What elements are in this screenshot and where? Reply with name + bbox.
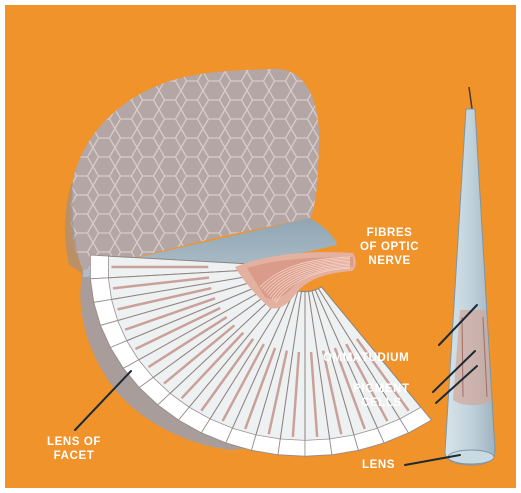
lens-label-text: LENS [362,458,395,472]
pigment-label-line-2: CELLS [353,396,410,410]
fibres-label: FIBRES OF OPTIC NERVE [360,226,419,268]
facet-lens-cap [90,278,111,303]
lens-label: LENS [362,458,395,472]
pigment-label: PIGMENT CELLS [353,382,410,410]
facet-lens-cap [305,439,332,456]
lens-of-facet-label: LENS OF FACET [47,435,101,463]
fibres-label-line-3: NERVE [360,254,419,268]
lens-of-facet-line-2: FACET [47,449,101,463]
pigment-label-line-1: PIGMENT [353,382,410,396]
compound-eye-illustration [5,5,516,488]
facet-lens-cap [90,255,108,279]
fibres-label-line-1: FIBRES [360,226,419,240]
diagram-panel: FIBRES OF OPTIC NERVE OMMATUDIUM PIGMENT… [5,5,516,488]
fibres-label-line-2: OF OPTIC [360,240,419,254]
lens-of-facet-line-1: LENS OF [47,435,101,449]
ommatidium-label-text: OMMATUDIUM [323,351,409,365]
ommatidium-label: OMMATUDIUM [323,351,409,365]
facet-lens-cap [278,439,305,456]
ommatidium-lens [448,450,494,464]
